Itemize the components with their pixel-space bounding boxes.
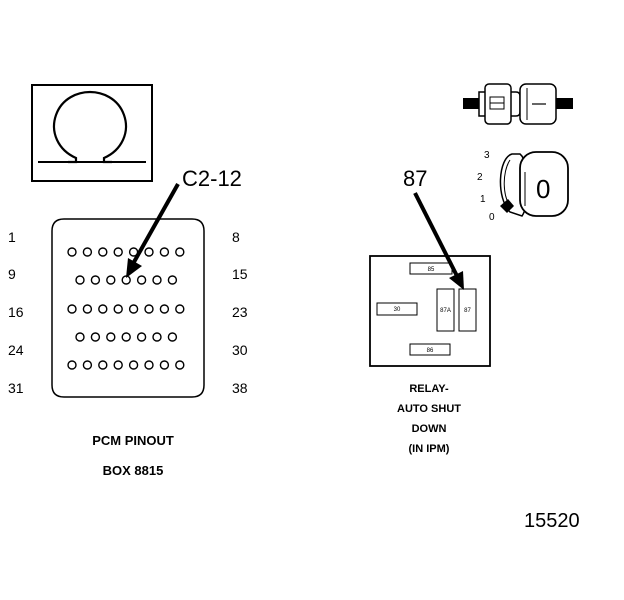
- pcm-pin: [82, 304, 93, 314]
- pcm-row5-right-number: 38: [232, 380, 248, 396]
- pcm-pin: [67, 304, 77, 314]
- pcm-row2-right-number: 15: [232, 266, 248, 282]
- relay-terminal-87a: 87A: [440, 308, 451, 314]
- pcm-callout-arrow: [126, 183, 180, 278]
- pcm-pin: [67, 247, 77, 257]
- pcm-pin: [121, 275, 131, 285]
- pcm-pin: [144, 360, 154, 370]
- relay-callout-arrow: [413, 192, 464, 290]
- relay-caption-line2: AUTO SHUT: [397, 403, 461, 415]
- pcm-pin: [106, 332, 116, 342]
- pcm-pin: [90, 275, 101, 285]
- pcm-pin: [113, 360, 123, 370]
- relay-terminal-86: 86: [427, 348, 434, 354]
- pcm-row4-left-number: 24: [8, 342, 24, 358]
- pcm-row1-left-number: 1: [8, 229, 16, 245]
- pcm-row1-right-number: 8: [232, 229, 240, 245]
- pcm-pin: [113, 304, 123, 314]
- pcm-pin: [159, 304, 170, 314]
- relay-body: [369, 255, 491, 367]
- figure-number: 15520: [524, 510, 580, 532]
- pcm-caption-line2: BOX 8815: [103, 463, 164, 478]
- pcm-pin: [167, 275, 178, 285]
- ignition-position-3: 3: [484, 150, 490, 161]
- pcm-pin: [98, 304, 108, 314]
- pcm-row5-left-number: 31: [8, 380, 24, 396]
- relay-caption-line4: (IN IPM): [409, 443, 450, 455]
- relay-caption-line1: RELAY-: [409, 383, 449, 395]
- relay-callout-label: 87: [403, 166, 427, 191]
- pcm-pin: [152, 275, 162, 285]
- ignition-key-label: 0: [536, 174, 550, 204]
- pcm-pin: [75, 275, 85, 285]
- ignition-key-icon: [499, 151, 569, 217]
- pcm-pin: [144, 304, 154, 314]
- pcm-pin: [136, 332, 147, 342]
- pcm-row2-left-number: 9: [8, 266, 16, 282]
- pcm-row4-right-number: 30: [232, 342, 248, 358]
- relay-terminal-85: 85: [428, 267, 435, 273]
- pcm-pin: [128, 360, 139, 370]
- pcm-pin: [159, 360, 170, 370]
- pcm-pin: [159, 247, 170, 257]
- omega-symbol-icon: [31, 84, 153, 182]
- relay-terminal-87: 87: [464, 308, 471, 314]
- pcm-pin: [128, 304, 139, 314]
- pcm-pin: [67, 360, 77, 370]
- pcm-pin: [152, 332, 162, 342]
- pcm-pin: [98, 247, 108, 257]
- pcm-pin: [106, 275, 116, 285]
- pcm-pin: [167, 332, 178, 342]
- pcm-pin: [121, 332, 131, 342]
- connector-plug-icon: [463, 83, 573, 125]
- pcm-caption-line1: PCM PINOUT: [92, 433, 174, 448]
- ignition-position-2: 2: [477, 172, 483, 183]
- relay-terminal-30: 30: [394, 307, 401, 313]
- pcm-pin: [175, 247, 185, 257]
- pcm-pin: [113, 247, 123, 257]
- ignition-position-0: 0: [489, 212, 495, 223]
- pcm-pin: [82, 360, 93, 370]
- pcm-callout-label: C2-12: [182, 166, 242, 191]
- pcm-row3-right-number: 23: [232, 304, 248, 320]
- pcm-pin-grid: [67, 247, 185, 370]
- pcm-pin: [175, 304, 185, 314]
- pcm-pin: [136, 275, 147, 285]
- relay-caption-line3: DOWN: [412, 423, 447, 435]
- pcm-pin: [90, 332, 101, 342]
- pcm-pin: [144, 247, 154, 257]
- pcm-row3-left-number: 16: [8, 304, 24, 320]
- pcm-pin: [75, 332, 85, 342]
- pcm-pin: [82, 247, 93, 257]
- pcm-pin: [175, 360, 185, 370]
- ignition-position-1: 1: [480, 194, 486, 205]
- pcm-connector: [51, 218, 205, 398]
- pcm-pin: [98, 360, 108, 370]
